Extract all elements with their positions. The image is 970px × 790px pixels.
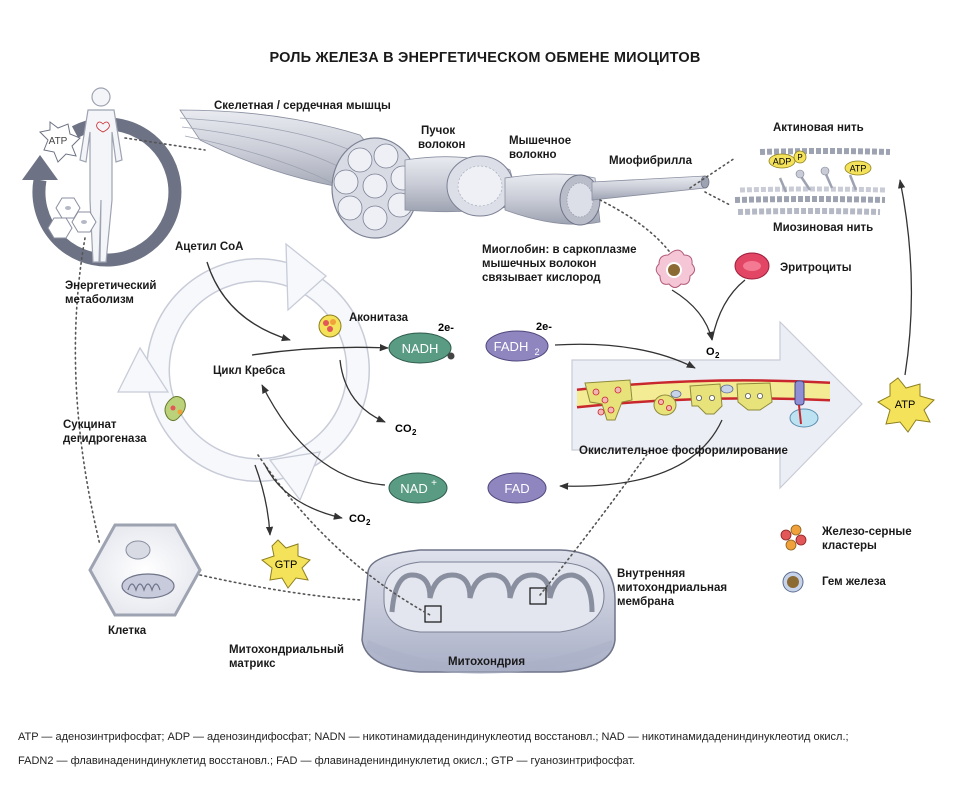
- label-skeletal-muscle: Скелетная / сердечная мышцы: [214, 100, 391, 112]
- nad-text: NAD: [400, 481, 427, 496]
- adp-badge: ADP P: [768, 150, 807, 169]
- flow-arrows: [206, 179, 913, 536]
- label-bundle-1: Пучок: [421, 125, 456, 137]
- label-myoglobin-2: мышечных волокон: [482, 258, 597, 270]
- label-myosin: Миозиновая нить: [773, 222, 874, 234]
- fad-text: FAD: [504, 481, 529, 496]
- nadh-pill: NADH: [388, 332, 455, 364]
- label-aconitase: Аконитаза: [349, 312, 409, 324]
- label-fiber-2: волокно: [509, 149, 557, 161]
- succinate-dh-icon: [164, 396, 186, 422]
- svg-text:CO: CO: [349, 513, 366, 525]
- label-erythrocytes: Эритроциты: [780, 262, 852, 274]
- electron-label-1: 2e-: [438, 322, 454, 334]
- label-krebs-cycle: Цикл Кребса: [213, 365, 286, 377]
- aconitase-icon: [318, 314, 342, 338]
- mitochondrion-shape: [361, 549, 616, 674]
- atp-small-text: ATP: [850, 164, 867, 174]
- gtp-text: GTP: [275, 559, 298, 571]
- co2-label-2: CO 2: [349, 513, 371, 527]
- erythrocyte-icon: [734, 252, 770, 280]
- svg-text:O: O: [706, 346, 715, 358]
- label-oxphos: Окислительное фосфорилирование: [579, 445, 788, 457]
- gtp-burst: GTP: [260, 539, 311, 589]
- fadh-sub-text: 2: [534, 347, 539, 357]
- label-fiber-1: Мышечное: [509, 135, 572, 147]
- footnote-line-1: ATP — аденозинтрифосфат; ADP — аденозинд…: [18, 731, 849, 743]
- label-cell: Клетка: [108, 625, 147, 637]
- heme-legend-icon: [782, 571, 804, 593]
- svg-text:2: 2: [715, 351, 720, 360]
- legend-fes-1: Железо-серные: [822, 526, 912, 538]
- p-text: P: [797, 153, 802, 162]
- muscle-bundle: [179, 109, 710, 239]
- atp-burst-right: ATP: [877, 377, 935, 433]
- svg-text:CO: CO: [395, 423, 412, 435]
- label-acetyl-coa: Ацетил CoA: [175, 241, 244, 253]
- actin-myosin-filaments: [734, 148, 891, 215]
- krebs-cycle-ring: [116, 242, 370, 502]
- atp-topleft-text: ATP: [49, 136, 68, 147]
- label-inner-membrane-1: Внутренняя: [617, 568, 686, 580]
- label-matrix-1: Митохондриальный: [229, 644, 344, 656]
- atp-right-text: ATP: [895, 399, 916, 411]
- nad-plus-pill: NAD +: [388, 472, 448, 504]
- label-myoglobin-1: Миоглобин: в саркоплазме: [482, 244, 637, 256]
- fadh-text: FADH: [494, 339, 529, 354]
- cell-cluster-small: [47, 197, 97, 239]
- label-succinate-2: дегидрогеназа: [63, 433, 147, 445]
- respiratory-complexes: [584, 379, 819, 428]
- human-figure: [79, 87, 123, 263]
- legend-fes-2: кластеры: [822, 540, 877, 552]
- fadh2-pill: FADH 2: [485, 330, 549, 362]
- label-energy-2: метаболизм: [65, 294, 134, 306]
- label-myofibril: Миофибрилла: [609, 155, 693, 167]
- svg-text:2: 2: [366, 518, 371, 527]
- label-matrix-2: матрикс: [229, 658, 276, 670]
- cell-hexagon: [88, 523, 202, 617]
- atp-burst-topleft: ATP: [38, 121, 81, 163]
- nad-sup-text: +: [431, 478, 437, 489]
- atp-badge-small: ATP: [844, 160, 872, 176]
- footnote-line-2: FADN2 — флавинадениндинуклетид восстанов…: [18, 755, 636, 767]
- label-inner-membrane-2: митохондриальная: [617, 582, 728, 594]
- page-title: РОЛЬ ЖЕЛЕЗА В ЭНЕРГЕТИЧЕСКОМ ОБМЕНЕ МИОЦ…: [269, 50, 701, 66]
- fes-cluster-legend-icon: [780, 524, 807, 551]
- co2-label-1: CO 2: [395, 423, 417, 437]
- adp-text: ADP: [773, 157, 792, 167]
- label-actin: Актиновая нить: [773, 122, 864, 134]
- label-mitochondrion: Митохондрия: [448, 656, 526, 668]
- label-succinate-1: Сукцинат: [63, 419, 117, 431]
- legend-heme: Гем железа: [822, 576, 886, 588]
- svg-text:2: 2: [412, 428, 417, 437]
- dotted-connectors: [74, 137, 736, 616]
- nadh-text: NADH: [402, 341, 439, 356]
- electron-label-2: 2e-: [536, 321, 552, 333]
- myoglobin-icon: [655, 249, 696, 288]
- label-inner-membrane-3: мембрана: [617, 596, 674, 608]
- label-myoglobin-3: связывает кислород: [482, 272, 601, 284]
- o2-label: O 2: [706, 346, 720, 360]
- fad-pill: FAD: [487, 472, 547, 504]
- label-bundle-2: волокон: [418, 139, 466, 151]
- label-energy-1: Энергетический: [65, 280, 157, 292]
